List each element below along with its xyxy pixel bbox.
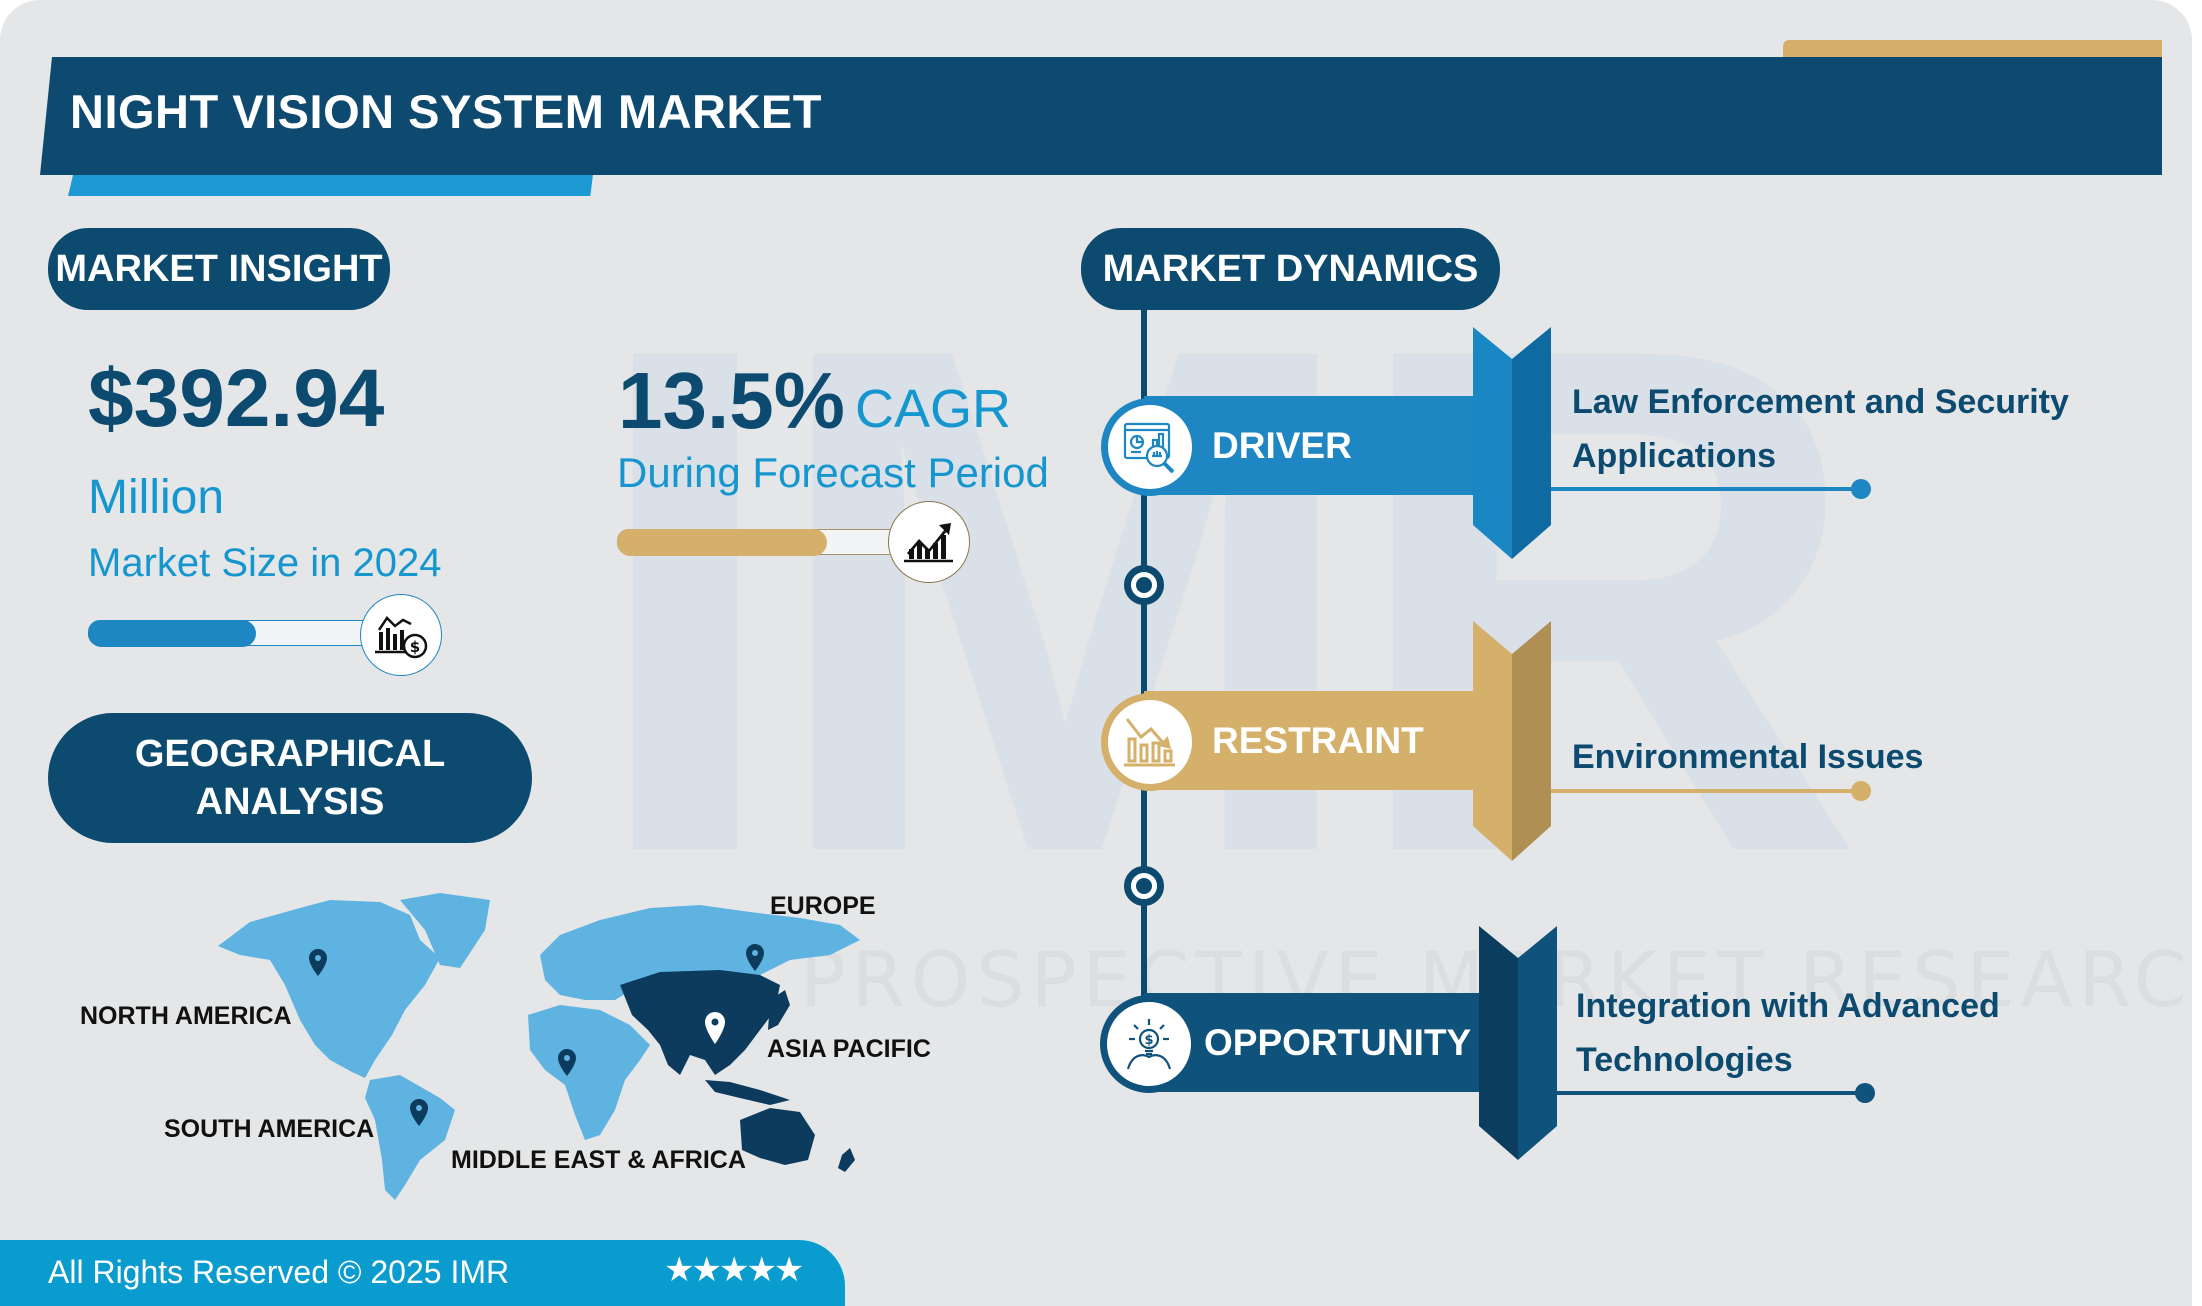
watermark-logo: IMR <box>585 197 1865 1002</box>
bar-chart-dollar-icon: $ <box>360 594 442 676</box>
cagr-label: CAGR <box>855 379 1012 439</box>
opportunity-connector-dot <box>1855 1083 1875 1103</box>
region-label-south-america: SOUTH AMERICA <box>164 1115 375 1143</box>
pin-icon-north-america <box>309 949 327 976</box>
cagr-value: 13.5% <box>618 356 845 445</box>
opportunity-description: Integration with Advanced Technologies <box>1576 987 2000 1079</box>
map-indonesia <box>705 1080 790 1105</box>
world-map <box>218 893 860 1200</box>
analytics-search-icon <box>1101 398 1199 496</box>
header-blue-accent <box>68 174 593 196</box>
cagr-progress-fill <box>617 529 827 556</box>
map-greenland <box>400 893 490 968</box>
market-dynamics-heading: MARKET DYNAMICS <box>1081 228 1500 310</box>
driver-label: DRIVER <box>1212 424 1352 466</box>
map-south-america <box>365 1075 455 1200</box>
geographical-analysis-heading: GEOGRAPHICAL ANALYSIS <box>48 713 532 843</box>
opportunity-connector <box>1557 1091 1861 1095</box>
copyright-text: All Rights Reserved © 2025 IMR <box>48 1254 510 1290</box>
driver-connector-dot <box>1851 479 1871 499</box>
map-new-zealand <box>838 1148 855 1172</box>
region-label-asia-pacific: ASIA PACIFIC <box>767 1035 931 1063</box>
pin-icon-europe <box>746 944 764 971</box>
idea-dollar-icon: $ <box>1100 995 1198 1093</box>
timeline-node <box>1124 565 1164 605</box>
geo-heading-line2: ANALYSIS <box>195 781 385 823</box>
restraint-connector-dot <box>1851 781 1871 801</box>
map-australia <box>740 1108 815 1165</box>
cagr-subtitle: During Forecast Period <box>617 449 1049 496</box>
restraint-chevron <box>1473 621 1551 861</box>
header-gold-accent <box>1783 40 2162 60</box>
driver-connector <box>1551 487 1857 491</box>
svg-text:$: $ <box>1144 1033 1153 1048</box>
timeline-line <box>1141 310 1147 1050</box>
page-title: NIGHT VISION SYSTEM MARKET <box>70 85 822 138</box>
restraint-connector <box>1551 789 1857 793</box>
pin-icon-south-america <box>410 1099 428 1126</box>
region-label-europe: EUROPE <box>770 892 876 920</box>
market-size-unit: Million <box>88 471 225 524</box>
geo-heading-line1: GEOGRAPHICAL <box>134 733 446 775</box>
header-banner <box>40 57 2162 175</box>
timeline-node <box>1124 866 1164 906</box>
region-label-middle-east-africa: MIDDLE EAST & AFRICA <box>451 1146 746 1174</box>
footer-bar: All Rights Reserved © 2025 IMR ★★★★★ <box>0 1240 845 1306</box>
market-size-label: Market Size in 2024 <box>88 541 442 585</box>
market-size-progress-fill <box>88 620 256 647</box>
pin-icon-asia-pacific <box>705 1012 725 1044</box>
restraint-description: Environmental Issues <box>1572 738 1924 776</box>
region-label-north-america: NORTH AMERICA <box>80 1002 292 1030</box>
map-europe <box>540 905 860 1000</box>
svg-text:$: $ <box>410 638 420 656</box>
restraint-label: RESTRAINT <box>1212 719 1424 761</box>
star-rating-icon: ★★★★★ <box>664 1250 804 1290</box>
map-asia-pacific <box>620 970 780 1075</box>
opportunity-label: OPPORTUNITY <box>1204 1021 1472 1063</box>
pin-icon-middle-east-africa <box>558 1049 576 1076</box>
opportunity-chevron <box>1479 926 1557 1160</box>
map-north-america <box>218 900 440 1078</box>
growth-chart-icon <box>888 501 970 583</box>
driver-chevron <box>1473 327 1551 559</box>
map-japan <box>768 990 790 1030</box>
driver-band: DRIVER <box>1144 396 1474 495</box>
opportunity-band: OPPORTUNITY <box>1144 993 1480 1092</box>
market-insight-heading: MARKET INSIGHT <box>48 228 390 310</box>
driver-description: Law Enforcement and Security Application… <box>1572 383 2069 475</box>
declining-chart-icon <box>1101 693 1199 791</box>
map-africa <box>528 1005 650 1140</box>
market-size-value: $392.94 <box>88 353 385 444</box>
restraint-band: RESTRAINT <box>1144 691 1474 790</box>
